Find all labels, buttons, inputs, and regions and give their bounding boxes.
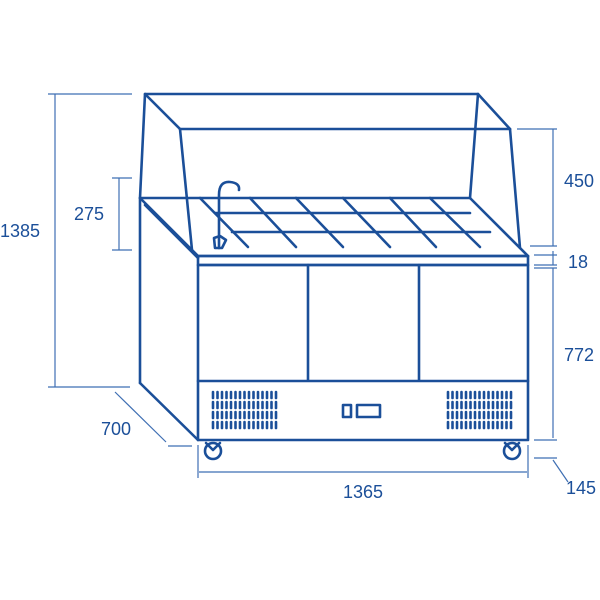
vent-grille-right bbox=[446, 390, 513, 430]
control-panel bbox=[341, 403, 382, 419]
drawing-line bbox=[341, 196, 392, 249]
vent-grille-left bbox=[211, 390, 278, 430]
dimension-lines bbox=[48, 93, 569, 483]
dim-castor: 145 bbox=[566, 478, 597, 498]
drawing-line bbox=[248, 196, 298, 249]
castors bbox=[203, 441, 522, 461]
drawing-line bbox=[198, 196, 250, 249]
dim-canopy-height: 450 bbox=[564, 171, 595, 191]
drawing-line bbox=[428, 196, 482, 249]
drawing-line bbox=[294, 196, 345, 249]
faucet bbox=[212, 180, 241, 250]
glass-canopy bbox=[138, 92, 522, 252]
cabinet-body bbox=[138, 196, 530, 442]
dim-total-height: 1385 bbox=[0, 221, 41, 241]
dim-body-height: 772 bbox=[564, 345, 595, 365]
dim-worktop: 18 bbox=[568, 252, 589, 272]
gastronorm-pans bbox=[198, 196, 492, 249]
dim-depth: 700 bbox=[101, 419, 132, 439]
dim-width: 1365 bbox=[343, 482, 384, 502]
drawing-line bbox=[388, 196, 438, 249]
dim-275: 275 bbox=[74, 204, 105, 224]
